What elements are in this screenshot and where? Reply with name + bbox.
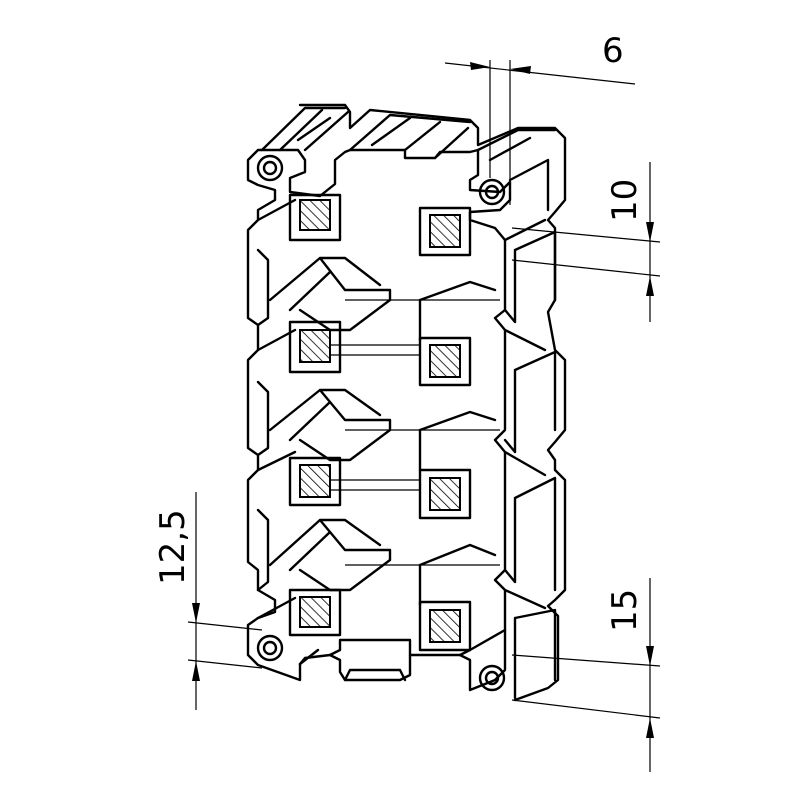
right-rail-4 — [503, 588, 557, 700]
dimension-12-5-label: 12,5 — [153, 509, 193, 585]
bottom-slot — [298, 628, 507, 682]
top-center-groove — [348, 113, 472, 160]
back-outline — [298, 103, 567, 702]
dimension-10-label: 10 — [605, 179, 645, 222]
corner-bores — [256, 154, 506, 692]
dimension-left-offset: 12,5 — [153, 492, 263, 710]
dimension-15-label: 15 — [605, 589, 645, 632]
dimension-6-label: 6 — [602, 31, 624, 71]
profile-body — [246, 103, 567, 702]
hatched-cores — [288, 193, 472, 652]
right-rail-3 — [503, 450, 557, 592]
channel-right-1 — [418, 280, 497, 607]
left-ledges — [256, 198, 297, 620]
top-left-groove — [260, 106, 350, 152]
right-rail-1 — [503, 218, 557, 324]
channel-1 — [268, 256, 392, 332]
webs — [330, 299, 500, 566]
right-rail-2 — [503, 328, 557, 454]
dimension-top-slot-width: 6 — [444, 31, 636, 205]
channel-2 — [268, 388, 392, 462]
dimension-bottom-height: 15 — [511, 578, 661, 772]
dimension-side-slot-depth: 10 — [511, 162, 661, 322]
